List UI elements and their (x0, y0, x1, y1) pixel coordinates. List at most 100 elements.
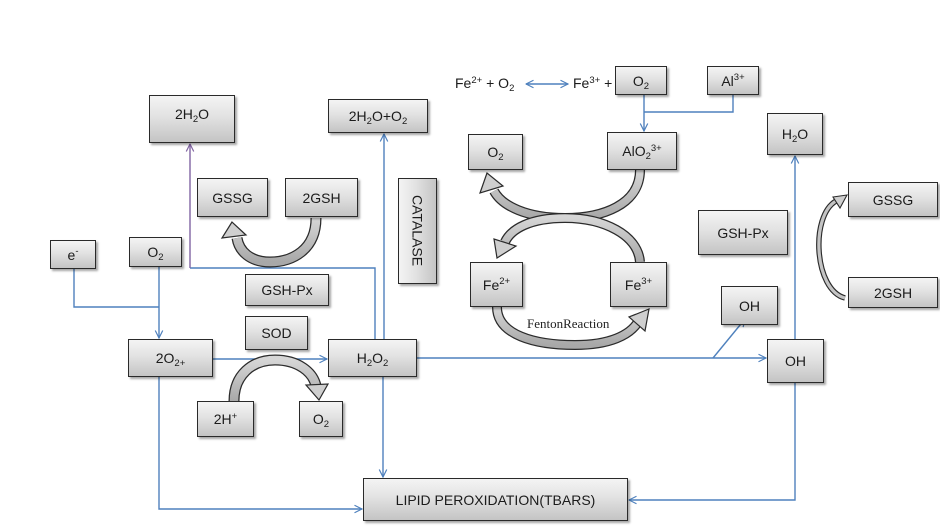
node-2h2o-plus-o2: 2H2O+O2 (328, 99, 428, 133)
node-gssg-right: GSSG (848, 182, 938, 217)
curved-arrow-gsh-to-gssg-right (816, 194, 849, 301)
label-sub-segment: 2+ (174, 358, 186, 370)
label-text-segment: O (372, 350, 383, 366)
label-text-segment: 2H (213, 411, 232, 427)
label-text-segment: O (487, 144, 499, 160)
label-text-segment: 2H (174, 106, 193, 122)
node-sod: SOD (245, 316, 308, 350)
node-label: AlO23+ (622, 142, 662, 163)
label-text-segment: Fe (455, 75, 472, 91)
node-label: GSSG (873, 192, 913, 208)
label-text-segment: H (356, 350, 367, 366)
label-text-segment: O (312, 411, 324, 427)
arrowhead-icon (627, 308, 650, 333)
curved-arrow-gsh-to-gssg-left (220, 217, 322, 268)
node-label: 2GSH (302, 190, 340, 206)
node-label: Fe3+ (625, 277, 652, 293)
node-hydroxyl-lower: OH (767, 339, 824, 383)
label-text-segment: 2H (348, 108, 367, 124)
node-label: O2 (633, 73, 649, 92)
node-label: 2H2O (174, 106, 210, 126)
label-sub-segment: 2 (791, 134, 798, 146)
node-superoxide: 2O2+ (128, 339, 213, 377)
arrowhead-icon (304, 383, 330, 402)
label-text-segment: Fe (624, 276, 642, 293)
curved-arrow-alo2-to-oxygen (479, 169, 645, 224)
connector-aluminium-line (644, 95, 734, 113)
label-sub-segment: 2 (192, 114, 199, 126)
arrowhead-icon (479, 171, 505, 194)
label-text-segment: SOD (261, 325, 292, 341)
node-oxygen-left: O2 (129, 237, 182, 267)
node-label: SOD (261, 325, 291, 341)
label-text-segment: + O (482, 75, 510, 91)
label-text-segment: O+O (371, 108, 402, 124)
node-oxygen-mid: O2 (468, 134, 523, 170)
node-label: OH (785, 353, 806, 369)
node-catalase: CATALASE (398, 178, 437, 284)
node-oxygen-bottom: O2 (299, 401, 343, 437)
label-text-segment: GSSG (872, 191, 914, 208)
label-text-segment: AlO (622, 143, 646, 159)
label-text-segment: + (600, 75, 613, 91)
label-text-segment: O (198, 106, 210, 122)
arrowhead-icon (493, 238, 518, 259)
label-text-segment: H (781, 126, 792, 142)
label-text-segment: Fe (482, 276, 500, 293)
label-sub-segment: 2 (158, 252, 164, 264)
label-sub-segment: 2 (401, 116, 408, 128)
node-aluminium: Al3+ (707, 66, 759, 95)
node-2gsh-right: 2GSH (848, 277, 938, 308)
label-sup-segment: 2+ (499, 276, 511, 288)
label-text-segment: O (797, 126, 809, 142)
curved-arrow-protons-to-oxygen (228, 354, 330, 402)
label-sup-segment: 3+ (733, 72, 745, 84)
node-gshpx-left: GSH-Px (245, 274, 329, 306)
node-hydroxyl-upper: OH (721, 286, 778, 325)
node-label: 2GSH (874, 285, 912, 301)
label-sup-segment: 3+ (650, 142, 662, 154)
node-label: O2 (147, 244, 164, 264)
connector-h2o2-to-gshpx-branch (190, 267, 376, 339)
arrowhead-icon (220, 221, 248, 239)
arrowhead-icon (832, 194, 849, 210)
label-sub-segment: 2 (383, 358, 389, 370)
label-text-segment: GSH-Px (261, 282, 313, 298)
label-text-segment: O (147, 244, 159, 260)
curved-arrow-ferric-to-ferrous (493, 212, 645, 263)
label-text-segment: GSSG (212, 189, 253, 206)
node-label: GSH-Px (261, 282, 312, 298)
node-label: Fe2+ (483, 277, 510, 293)
label-sub-segment: 2 (498, 152, 504, 164)
label-sup-segment: + (231, 410, 238, 422)
label-text-segment: OH (785, 353, 806, 369)
node-2gsh-left: 2GSH (285, 178, 358, 217)
label-sub-segment: 2 (366, 116, 372, 128)
node-alo2: AlO23+ (607, 132, 677, 170)
node-ferrous: Fe2+ (470, 262, 523, 307)
connector-branch-to-hydroxyl-upper (712, 319, 745, 359)
node-label: CATALASE (410, 195, 426, 266)
connector-superoxide-to-lipid (158, 377, 362, 509)
label-text-segment: e (67, 246, 76, 263)
label-text-segment: OH (739, 297, 760, 314)
connector-electron-line (73, 269, 159, 308)
label-sup-segment: 3+ (589, 74, 601, 86)
node-label: e- (68, 247, 79, 263)
node-gssg-left: GSSG (197, 178, 268, 217)
node-label: GSSG (212, 190, 252, 206)
node-label: OH (739, 298, 760, 314)
label-sup-segment: 3+ (641, 276, 653, 288)
node-label: GSH-Px (717, 225, 768, 241)
node-label: 2O2+ (155, 350, 186, 370)
label-text-segment: Al (721, 72, 734, 89)
label-text-segment: 2O (155, 350, 175, 366)
label-text-segment: Fe (573, 75, 590, 91)
label-sub-segment: 2 (645, 151, 651, 163)
label-sup-segment: - (75, 246, 79, 258)
label-text-segment: GSH-Px (717, 224, 769, 241)
label-sub-segment: 2 (323, 419, 330, 431)
node-lipid-peroxidation: LIPID PEROXIDATION(TBARS) (363, 478, 628, 521)
node-protons: 2H+ (197, 401, 254, 437)
